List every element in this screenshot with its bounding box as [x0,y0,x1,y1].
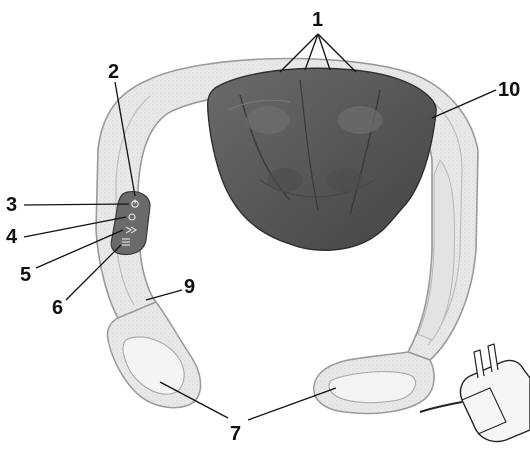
callout-2: 2 [108,61,119,83]
massage-head-4 [327,168,363,192]
right-hand-strap [314,352,434,413]
callout-10: 10 [498,79,520,101]
callout-5: 5 [20,264,31,286]
callout-9: 9 [184,276,195,298]
callout-1: 1 [312,9,323,31]
callout-6: 6 [52,297,63,319]
left-hand-strap [107,302,200,408]
massage-head-2 [338,106,382,134]
callout-7: 7 [230,423,241,445]
cover-fabric [208,68,436,250]
adapter-cable [420,402,462,412]
right-strap-opening [329,372,416,403]
power-adapter-icon [460,360,530,441]
callout-4: 4 [6,226,18,248]
massage-cover [208,68,436,250]
massage-head-3 [267,168,303,192]
callout-3: 3 [6,194,17,216]
massage-head-1 [246,106,290,134]
power-adapter [420,344,530,442]
